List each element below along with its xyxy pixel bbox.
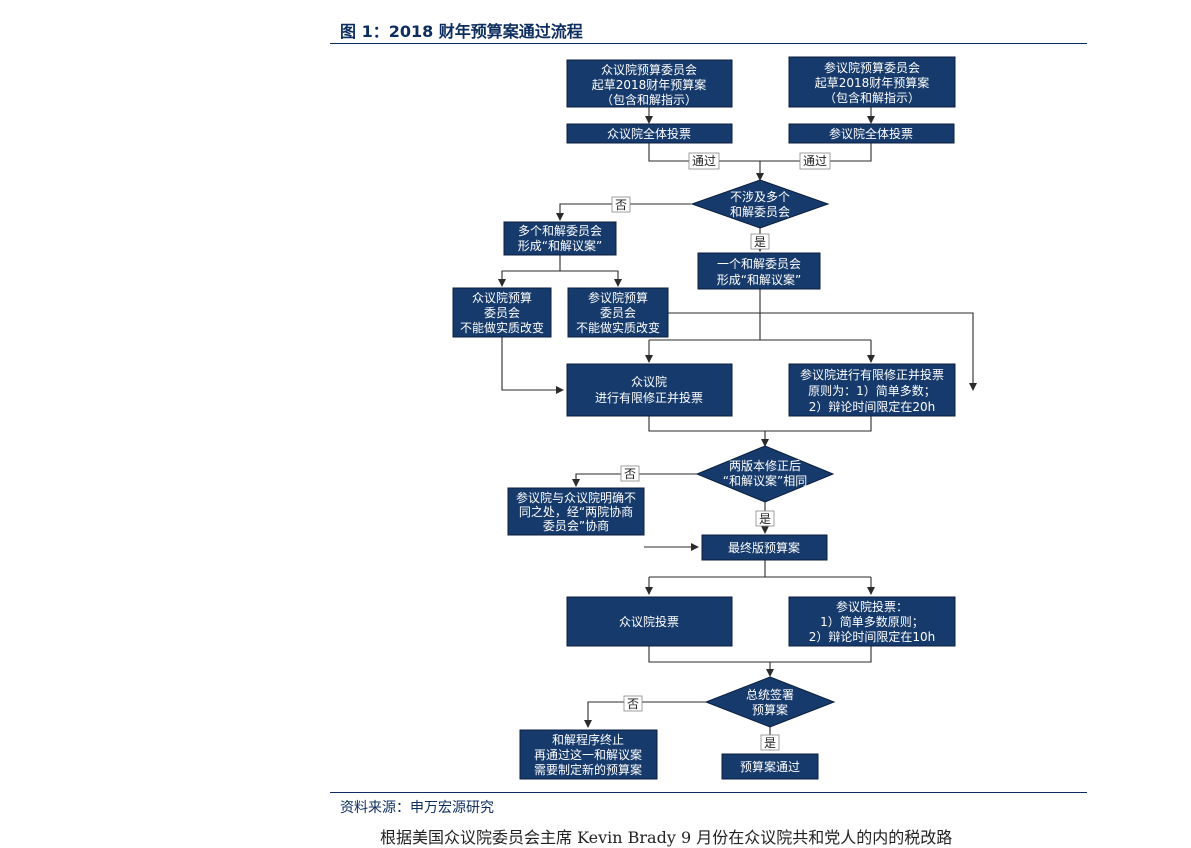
node-line: 两版本修正后 [729, 458, 801, 473]
edge-label-yes-2: 是 [755, 510, 775, 527]
decision-committees: 不涉及多个 和解委员会 [690, 179, 830, 229]
edge-label-text: 通过 [803, 154, 827, 168]
edge-label-no-3: 否 [623, 695, 643, 712]
node-line: 总统签署 [746, 687, 794, 702]
source-note: 资料来源：申万宏源研究 [340, 800, 494, 816]
node-line: 委员会”协商 [543, 518, 609, 533]
node-line: 委员会 [600, 306, 636, 320]
node-line: “和解议案”相同 [723, 473, 807, 488]
node-line: 参议院进行有限修正并投票 [800, 367, 944, 382]
node-line: 不能做实质改变 [460, 320, 544, 335]
node-senate-vote: 参议院投票： 1）简单多数原则； 2）辩论时间限定在10h [788, 596, 956, 647]
node-line: 众议院预算委员会 [601, 62, 697, 77]
node-line: 进行有限修正并投票 [595, 390, 703, 405]
node-terminated: 和解程序终止 再通过这一和解议案 需要制定新的预算案 [519, 729, 658, 780]
node-house-budget-no-change: 众议院预算 委员会 不能做实质改变 [452, 287, 552, 338]
edge-label-no-2: 否 [620, 465, 640, 482]
node-line: 参议院预算委员会 [824, 60, 920, 75]
node-multi-committee: 多个和解委员会 形成“和解议案” [503, 221, 617, 256]
node-house-vote-all: 众议院全体投票 [566, 123, 733, 144]
decision-same: 两版本修正后 “和解议案”相同 [695, 445, 835, 503]
node-senate-budget-no-change: 参议院预算 委员会 不能做实质改变 [567, 287, 669, 338]
node-line: 众议院预算 [472, 290, 532, 305]
node-house-amend-vote: 众议院 进行有限修正并投票 [566, 363, 733, 417]
node-line: 起草2018财年预算案 [815, 75, 930, 90]
node-line: （包含和解指示） [824, 90, 920, 105]
node-single-committee: 一个和解委员会 形成“和解议案” [697, 252, 821, 290]
body-paragraph: 根据美国众议院委员会主席 Kevin Brady 9 月份在众议院共和党人的内的… [380, 828, 953, 847]
node-line: 需要制定新的预算案 [534, 762, 642, 777]
source-rule [330, 792, 1087, 793]
node-line: 众议院投票 [619, 614, 679, 629]
figure-title: 图 1：2018 财年预算案通过流程 [340, 22, 583, 41]
node-line: 不能做实质改变 [576, 320, 660, 335]
node-line: 参议院全体投票 [829, 126, 913, 141]
node-line: 多个和解委员会 [518, 224, 602, 238]
node-line: 同之处，经“两院协商 [519, 504, 633, 519]
node-line: 2）辩论时间限定在10h [809, 629, 936, 644]
node-passed: 预算案通过 [721, 753, 819, 780]
node-line: 1）简单多数原则； [820, 614, 924, 629]
edge-label-text: 否 [627, 697, 639, 711]
node-line: 不涉及多个 [730, 190, 790, 204]
node-house-vote: 众议院投票 [566, 596, 733, 647]
node-final-budget: 最终版预算案 [701, 534, 828, 561]
connectors [498, 107, 977, 751]
node-line: 2）辩论时间限定在20h [809, 399, 936, 414]
edge-label-text: 是 [764, 736, 776, 750]
node-senate-draft: 参议院预算委员会 起草2018财年预算案 （包含和解指示） [788, 56, 956, 108]
node-line: 形成“和解议案” [717, 272, 801, 287]
node-line: 最终版预算案 [728, 540, 800, 555]
node-line: 一个和解委员会 [717, 257, 801, 271]
title-rule [330, 43, 1087, 44]
edge-label-text: 否 [624, 467, 636, 481]
node-line: 再通过这一和解议案 [534, 747, 642, 762]
edge-label-yes-1: 是 [750, 233, 770, 250]
node-conference: 参议院与众议院明确不 同之处，经“两院协商 委员会”协商 [507, 487, 645, 536]
decision-president: 总统签署 预算案 [704, 676, 836, 728]
node-line: 参议院投票： [836, 599, 908, 614]
edge-label-text: 是 [754, 235, 766, 249]
edge-label-passed-left: 通过 [688, 152, 720, 170]
node-house-draft: 众议院预算委员会 起草2018财年预算案 （包含和解指示） [566, 59, 733, 108]
node-line: （包含和解指示） [601, 92, 697, 107]
node-line: 预算案 [752, 702, 788, 717]
node-line: 参议院预算 [588, 290, 648, 305]
node-line: 形成“和解议案” [518, 238, 602, 253]
node-line: 起草2018财年预算案 [592, 77, 707, 92]
edge-label-yes-3: 是 [760, 734, 780, 751]
node-line: 众议院 [631, 375, 667, 389]
node-line: 和解委员会 [730, 205, 790, 219]
node-line: 众议院全体投票 [607, 126, 691, 141]
edge-label-text: 是 [759, 512, 771, 526]
edge-label-passed-right: 通过 [799, 152, 831, 170]
edge-label-no-1: 否 [611, 196, 631, 213]
edge-label-text: 通过 [692, 154, 716, 168]
node-senate-amend-vote: 参议院进行有限修正并投票 原则为：1）简单多数； 2）辩论时间限定在20h [788, 363, 956, 417]
node-line: 原则为：1）简单多数； [808, 383, 936, 398]
node-senate-vote-all: 参议院全体投票 [788, 123, 955, 144]
node-line: 参议院与众议院明确不 [516, 490, 636, 505]
node-line: 预算案通过 [740, 759, 800, 774]
node-line: 委员会 [484, 306, 520, 320]
node-line: 和解程序终止 [552, 732, 624, 747]
edge-label-text: 否 [615, 198, 627, 212]
